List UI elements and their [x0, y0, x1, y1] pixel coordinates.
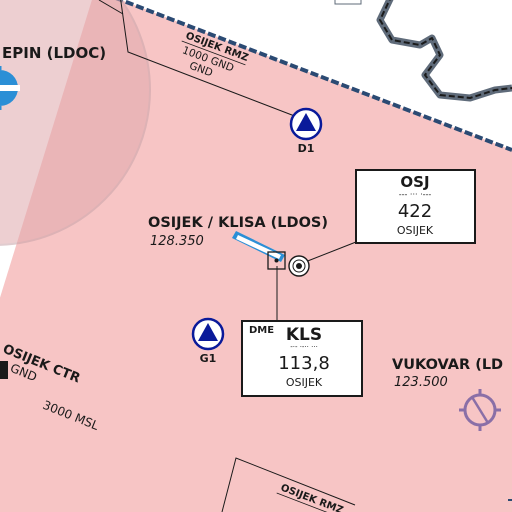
osj-ident: OSJ [400, 173, 429, 191]
rmz-bottom-boundary [221, 457, 356, 512]
ndb-icon[interactable] [288, 255, 310, 277]
reporting-point-d1[interactable]: D1 [289, 107, 323, 155]
kls-frequency: 113,8 [278, 353, 330, 374]
osijek-runway-icon[interactable] [232, 231, 285, 262]
osj-morse: --- ··· ·--- [399, 190, 432, 199]
rmz-top-tick [98, 0, 124, 15]
osj-navaid-box[interactable]: OSJ --- ··· ·--- 422 OSIJEK [355, 169, 476, 244]
vor-dot [274, 258, 279, 263]
kls-morse: -·- ·-·· ··· [290, 343, 318, 351]
osj-frequency: 422 [398, 201, 432, 222]
vukovar-aerodrome-icon[interactable] [459, 389, 501, 431]
kls-ident: KLS [286, 325, 322, 345]
ctr-boundary-line [115, 0, 512, 152]
vukovar-airport-name: VUKOVAR (LD [392, 357, 503, 373]
reporting-point-d1-label: D1 [298, 142, 315, 155]
kls-navaid-box[interactable]: DME KLS -·- ·-·· ··· 113,8 OSIJEK [241, 320, 363, 397]
cepin-airport-name: EPIN (LDOC) [2, 44, 106, 62]
kls-name: OSIJEK [286, 376, 323, 389]
cepin-atz-circle [0, 0, 151, 246]
ctr-marker-square [0, 361, 8, 379]
top-frame-edge [334, 0, 362, 5]
osj-leader-line [299, 241, 357, 265]
kls-dme-tag: DME [249, 325, 274, 336]
reporting-point-g1-label: G1 [200, 352, 217, 365]
osijek-airport-name: OSIJEK / KLISA (LDOS) [148, 215, 328, 231]
osj-name: OSIJEK [397, 224, 434, 237]
state-border-line [376, 0, 512, 102]
osijek-airport-frequency: 128.350 [150, 234, 204, 249]
dme-square-icon[interactable] [267, 251, 286, 270]
reporting-point-g1[interactable]: G1 [191, 317, 225, 365]
vukovar-airport-frequency: 123.500 [394, 375, 448, 390]
cepin-aerodrome-icon[interactable] [0, 66, 20, 110]
state-border-line-inner [379, 0, 512, 99]
